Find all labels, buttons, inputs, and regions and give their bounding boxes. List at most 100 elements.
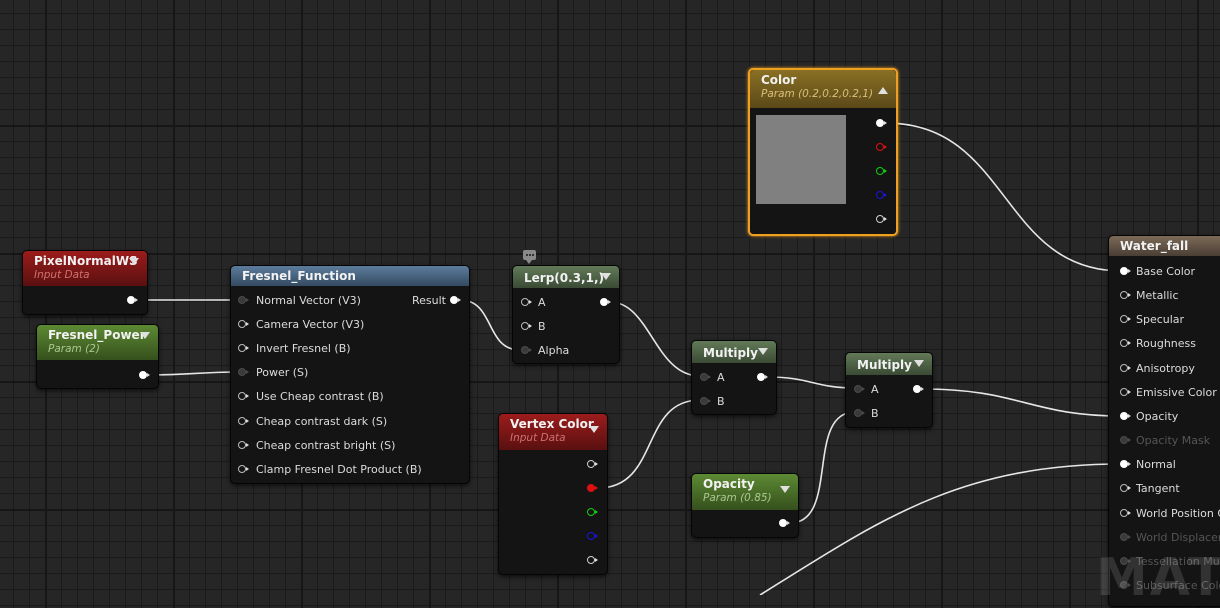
collapse-arrow-icon[interactable]: [780, 486, 790, 493]
green-output-pin[interactable]: [587, 508, 598, 518]
node-title: Lerp(0.3,1,): [524, 271, 604, 285]
input-label: Emissive Color: [1136, 386, 1217, 399]
input-label: Invert Fresnel (B): [256, 342, 351, 355]
input-pin-opacity-mask: [1120, 436, 1131, 446]
node-subtitle: Param (2): [48, 343, 100, 355]
input-pin-roughness[interactable]: [1120, 339, 1131, 349]
input-pin-b[interactable]: [521, 322, 532, 332]
input-label: A: [538, 296, 546, 309]
rgb-output-pin[interactable]: [587, 460, 598, 470]
input-pin-metallic[interactable]: [1120, 291, 1131, 301]
wire-opacity-to-multiply2-b: [789, 411, 856, 524]
alpha-output-pin[interactable]: [587, 556, 598, 566]
watermark-text: MAT: [1096, 548, 1220, 608]
input-pin-normal[interactable]: [1120, 460, 1131, 470]
material-result-node[interactable]: Water_fall Base Color Metallic Specular …: [1108, 235, 1220, 607]
node-subtitle: Param (0.2,0.2,0.2,1): [761, 88, 874, 100]
input-pin-b[interactable]: [854, 409, 865, 419]
input-label: Alpha: [538, 344, 570, 357]
wire-lerp-to-multiply1-a: [609, 301, 701, 377]
pixel-normal-ws-node[interactable]: PixelNormalWS Input Data: [22, 250, 148, 315]
input-label: Tessellation Multiplier: [1136, 555, 1220, 568]
collapse-arrow-icon[interactable]: [758, 348, 768, 355]
multiply-node-2[interactable]: Multiply A B: [845, 352, 933, 428]
input-label: Metallic: [1136, 289, 1179, 302]
output-pin[interactable]: [779, 519, 790, 529]
wire-multiply2-to-opacity: [921, 388, 1123, 417]
node-title: Multiply: [703, 346, 758, 360]
collapse-arrow-icon[interactable]: [914, 360, 924, 367]
node-title: Fresnel_Function: [242, 269, 356, 283]
input-pin-alpha[interactable]: [521, 346, 532, 356]
fresnel-function-node[interactable]: Fresnel_Function Result Normal Vector (V…: [230, 265, 470, 484]
node-title: Fresnel_Power: [48, 328, 146, 342]
collapse-arrow-icon[interactable]: [129, 258, 139, 265]
input-pin-specular[interactable]: [1120, 315, 1131, 325]
input-label: World Displacement: [1136, 531, 1220, 544]
input-pin-camera-vector[interactable]: [238, 320, 249, 330]
blue-output-pin[interactable]: [587, 532, 598, 542]
multiply-output-pin[interactable]: [757, 373, 768, 383]
output-label-result: Result: [412, 294, 446, 307]
lerp-node[interactable]: Lerp(0.3,1,) A B Alpha: [512, 265, 620, 364]
node-subtitle: Param (0.85): [703, 492, 772, 504]
rgb-output-pin[interactable]: [876, 119, 887, 129]
multiply-node-1[interactable]: Multiply A B: [691, 340, 777, 415]
lerp-output-pin[interactable]: [600, 298, 611, 308]
multiply-output-pin[interactable]: [913, 385, 924, 395]
node-title: Vertex Color: [510, 417, 594, 431]
input-label: B: [871, 407, 879, 420]
input-label: Clamp Fresnel Dot Product (B): [256, 463, 422, 476]
input-pin-a[interactable]: [521, 298, 532, 308]
input-label: Power (S): [256, 366, 309, 379]
comment-icon[interactable]: [523, 250, 536, 264]
result-output-pin[interactable]: [450, 296, 461, 306]
node-title: Water_fall: [1120, 239, 1189, 253]
red-output-pin[interactable]: [876, 143, 887, 153]
input-label: B: [717, 395, 725, 408]
collapse-arrow-icon[interactable]: [589, 426, 599, 433]
color-param-node[interactable]: Color Param (0.2,0.2,0.2,1): [748, 68, 898, 236]
fresnel-power-node[interactable]: Fresnel_Power Param (2): [36, 324, 159, 389]
input-pin-a[interactable]: [700, 373, 711, 383]
node-subtitle: Input Data: [510, 432, 566, 444]
input-pin-b[interactable]: [700, 397, 711, 407]
collapse-arrow-icon[interactable]: [601, 273, 611, 280]
input-pin-cheap-contrast-dark[interactable]: [238, 417, 249, 427]
input-pin-emissive-color[interactable]: [1120, 388, 1131, 398]
input-pin-tangent[interactable]: [1120, 484, 1131, 494]
input-label: B: [538, 320, 546, 333]
input-pin-cheap-contrast-bright[interactable]: [238, 441, 249, 451]
input-pin-opacity[interactable]: [1120, 412, 1131, 422]
input-pin-anisotropy[interactable]: [1120, 364, 1131, 374]
output-pin[interactable]: [127, 296, 138, 306]
input-label: Tangent: [1136, 482, 1180, 495]
red-output-pin[interactable]: [587, 484, 598, 494]
input-pin-a[interactable]: [854, 385, 865, 395]
input-pin-world-position-offset[interactable]: [1120, 509, 1131, 519]
collapse-arrow-icon[interactable]: [140, 332, 150, 339]
node-title: Multiply: [857, 358, 912, 372]
collapse-arrow-icon[interactable]: [878, 87, 888, 94]
input-pin-world-displacement: [1120, 533, 1131, 543]
input-pin-clamp-fresnel[interactable]: [238, 465, 249, 475]
input-pin-normal-vector[interactable]: [238, 296, 249, 306]
green-output-pin[interactable]: [876, 167, 887, 177]
input-label: Camera Vector (V3): [256, 318, 365, 331]
input-pin-power[interactable]: [238, 368, 249, 378]
alpha-output-pin[interactable]: [876, 215, 887, 225]
input-label: Cheap contrast bright (S): [256, 439, 396, 452]
vertex-color-node[interactable]: Vertex Color Input Data: [498, 413, 608, 575]
input-label: Opacity Mask: [1136, 434, 1211, 447]
input-pin-invert-fresnel[interactable]: [238, 344, 249, 354]
output-pin[interactable]: [139, 371, 150, 381]
input-pin-base-color[interactable]: [1120, 267, 1131, 277]
input-pin-use-cheap-contrast[interactable]: [238, 392, 249, 402]
opacity-param-node[interactable]: Opacity Param (0.85): [691, 473, 799, 538]
wire-multiply1-to-multiply2-a: [767, 376, 856, 389]
blue-output-pin[interactable]: [876, 191, 887, 201]
input-label: Roughness: [1136, 337, 1197, 350]
input-label: Use Cheap contrast (B): [256, 390, 384, 403]
input-label: A: [717, 371, 725, 384]
